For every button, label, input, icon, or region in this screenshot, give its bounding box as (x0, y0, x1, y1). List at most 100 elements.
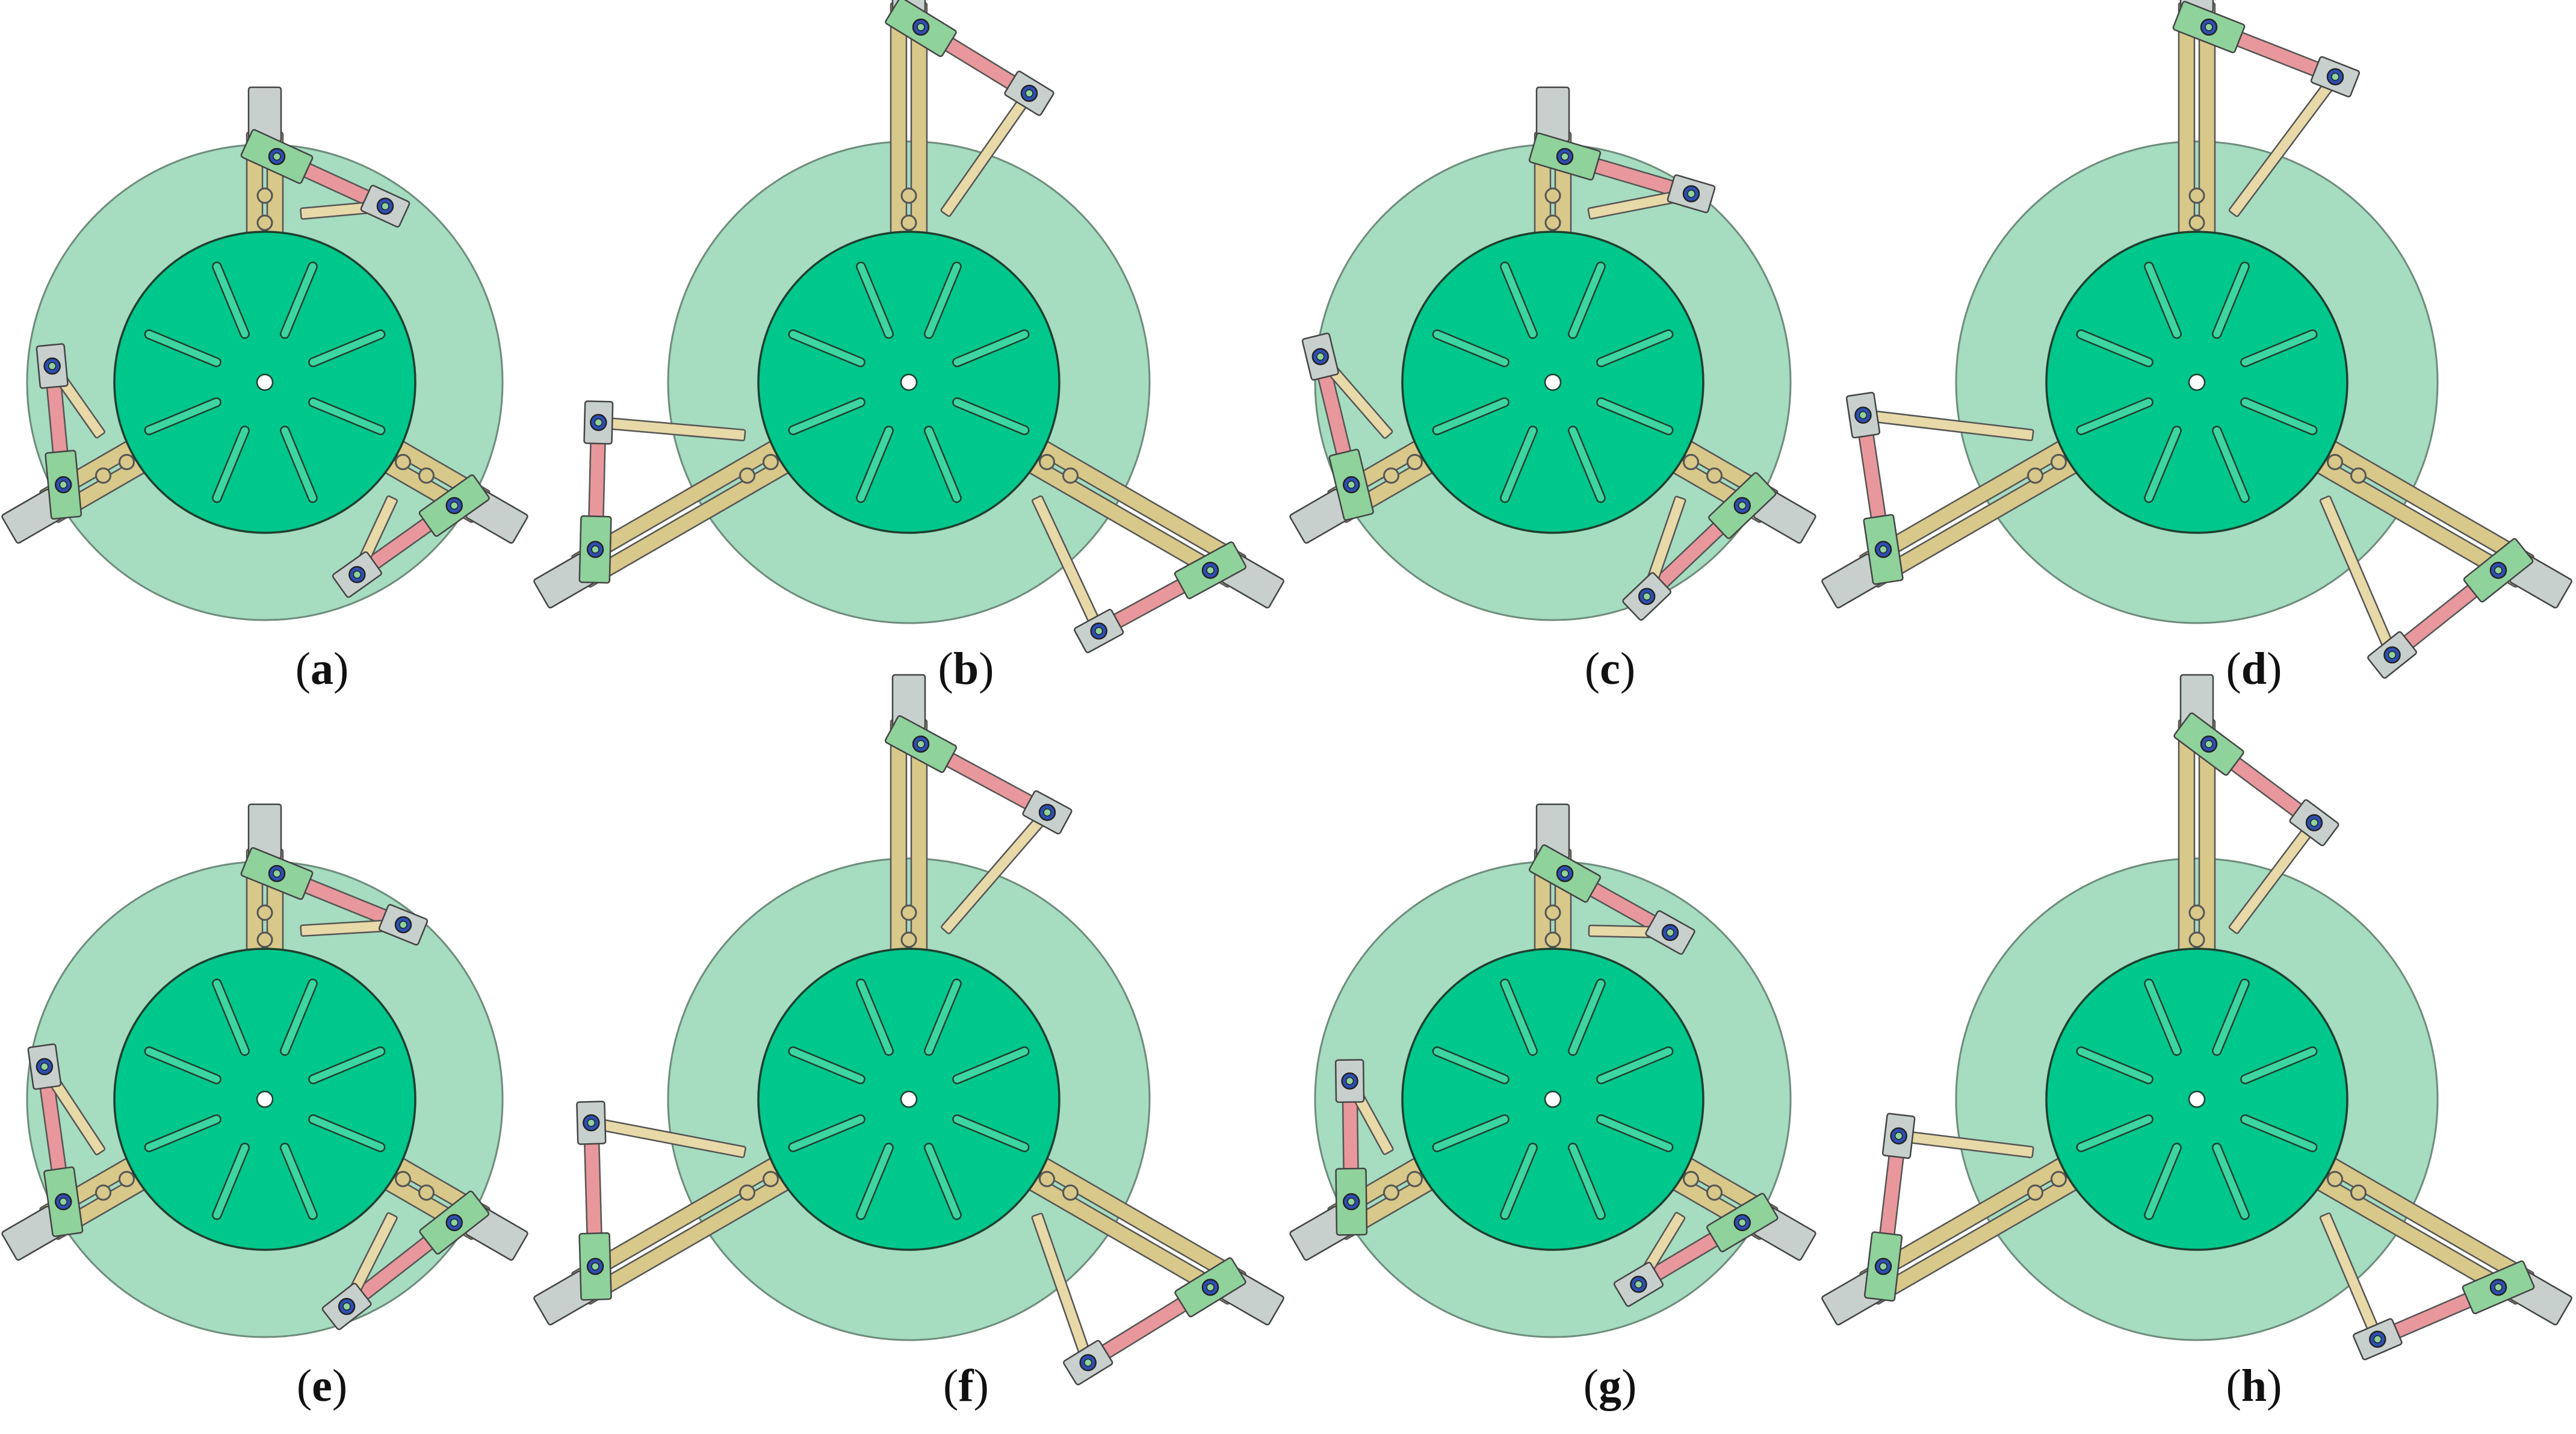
rail-joint (1038, 1171, 1055, 1187)
top-pin-core (273, 869, 281, 878)
rail-joint (394, 1171, 411, 1187)
mechanism-drawing-e (1, 803, 528, 1338)
center-hole (2188, 373, 2206, 391)
top-pin-core (2205, 23, 2213, 31)
top-pin-core (1206, 566, 1215, 575)
platform-slot (2144, 426, 2182, 503)
center-hole (2188, 1090, 2206, 1108)
panel-a: (a) (0, 0, 644, 717)
platform-slot (1568, 261, 1606, 339)
center-hole (256, 373, 274, 391)
rail-joint (119, 454, 135, 470)
knee-pin-core (2373, 1335, 2382, 1344)
knee-pin-core (353, 570, 362, 579)
rail-joint (119, 1171, 135, 1187)
platform-slot (1500, 978, 1538, 1056)
knee-pin-core (342, 1302, 351, 1311)
platform-slot (2076, 1114, 2153, 1152)
leg-1 (2310, 1154, 2572, 1361)
platform-slot (280, 978, 318, 1056)
rail-joint (2188, 904, 2205, 921)
platform-slot (308, 1114, 386, 1152)
platform-slot (1568, 1143, 1606, 1220)
knee-pin-core (1687, 190, 1695, 198)
platform-slot (924, 261, 962, 339)
platform-slot (1500, 1143, 1538, 1220)
mechanism-a (1, 86, 528, 621)
platform-slot (1432, 329, 1509, 367)
platform-slot (1568, 426, 1606, 503)
caption-h: (h) (2226, 1361, 2282, 1411)
top-pin-core (591, 545, 599, 554)
platform-slot (2240, 397, 2318, 435)
platform-slot (856, 1143, 894, 1220)
top-pin-core (273, 152, 281, 161)
platform-slot (952, 329, 1030, 367)
rail-joint (256, 931, 273, 948)
leg-0 (1528, 86, 1716, 242)
platform-slot (952, 1046, 1030, 1084)
caption-d: (d) (2226, 644, 2282, 694)
knee-pin-core (40, 1063, 49, 1071)
rail-joint (1038, 454, 1055, 470)
platform-slot (2212, 978, 2250, 1056)
rail-joint (1407, 454, 1423, 470)
top-pin-core (450, 501, 459, 510)
platform-slot (2076, 397, 2153, 435)
knee-pin-core (2331, 72, 2339, 81)
platform-slot (856, 426, 894, 503)
platform-slot (280, 261, 318, 339)
platform-slot (280, 1143, 318, 1220)
rail-joint (1706, 467, 1723, 484)
mechanism-c (1289, 86, 1816, 621)
knee-pin-core (48, 362, 57, 370)
platform-slot (144, 397, 221, 435)
rail-joint (1407, 1171, 1423, 1187)
rail-joint (2326, 454, 2343, 470)
leg-1 (1622, 437, 1816, 621)
knee-pin-core (2388, 651, 2397, 659)
platform-slot (2144, 978, 2182, 1056)
knee-pin-core (1316, 352, 1325, 361)
top-pin-core (591, 1262, 599, 1271)
rail-joint (1383, 467, 1400, 484)
caption-a: (a) (295, 644, 349, 694)
platform-slot (924, 426, 962, 503)
mechanism-drawing-d (1821, 0, 2572, 679)
panel-g: (g) (1288, 717, 1932, 1434)
caption-g: (g) (1583, 1361, 1637, 1411)
platform-slot (788, 1046, 865, 1084)
mechanism-drawing-b (533, 0, 1284, 653)
platform-slot (212, 261, 250, 339)
mechanism-e (1, 803, 528, 1338)
rail-joint (900, 904, 917, 921)
rail-joint (900, 931, 917, 948)
rail-joint (418, 1184, 435, 1201)
knee-pin-core (1634, 1280, 1643, 1289)
platform-slot (788, 1114, 865, 1152)
rail-joint (1544, 904, 1561, 921)
platform-slot (2144, 261, 2182, 339)
leg-2 (1821, 1113, 2084, 1326)
platform-slot (1568, 978, 1606, 1056)
knee-pin-core (587, 1119, 596, 1127)
caption-e: (e) (296, 1361, 348, 1411)
platform-slot (1432, 397, 1509, 435)
knee-pin-core (1666, 928, 1674, 937)
platform-slot (952, 397, 1030, 435)
platform-slot (1596, 1046, 1674, 1084)
platform-slot (924, 978, 962, 1056)
rail-joint (2350, 1184, 2367, 1201)
top-pin-core (1347, 480, 1355, 489)
platform-slot (1596, 329, 1674, 367)
rail-joint (2027, 1184, 2044, 1201)
rail-joint (1682, 1171, 1699, 1187)
panel-d: (d) (1821, 0, 2576, 717)
caption-b: (b) (938, 644, 994, 694)
platform-slot (2240, 1114, 2318, 1152)
platform-slot (1596, 1114, 1674, 1152)
center-hole (256, 1090, 274, 1108)
rail-joint (2188, 214, 2205, 231)
knee-pin-core (1025, 89, 1033, 98)
caption-c: (c) (1584, 644, 1636, 694)
